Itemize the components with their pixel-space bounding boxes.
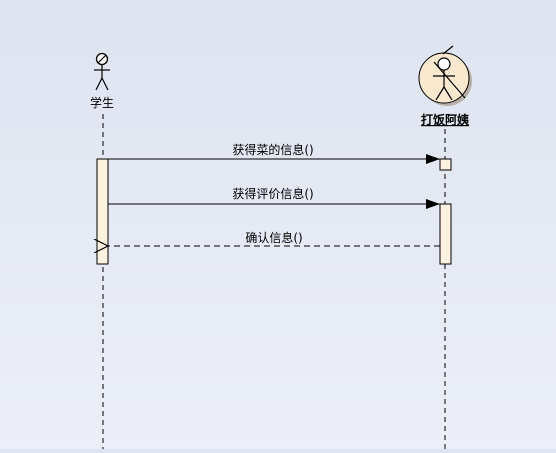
lifeline-student[interactable]: 学生: [90, 52, 114, 450]
message-get-dish-info[interactable]: 获得菜的信息(): [108, 142, 440, 164]
lifeline-aunt[interactable]: 打饭阿姨: [418, 45, 472, 449]
message-confirm-info[interactable]: 确认信息(): [108, 230, 440, 246]
aunt-label: 打饭阿姨: [421, 112, 470, 127]
aunt-activation-bar-1: [439, 158, 452, 171]
student-activation-bar: [96, 158, 109, 265]
message-confirm-info-label: 确认信息(): [245, 230, 302, 245]
aunt-activation-bar-2: [439, 203, 452, 265]
student-actor-icon: [94, 52, 110, 91]
message-get-dish-info-label: 获得菜的信息(): [232, 142, 313, 157]
aunt-actor-icon: [418, 45, 472, 106]
student-label: 学生: [90, 95, 114, 110]
message-get-review-info-label: 获得评价信息(): [232, 186, 313, 201]
message-get-review-info[interactable]: 获得评价信息(): [108, 186, 440, 209]
